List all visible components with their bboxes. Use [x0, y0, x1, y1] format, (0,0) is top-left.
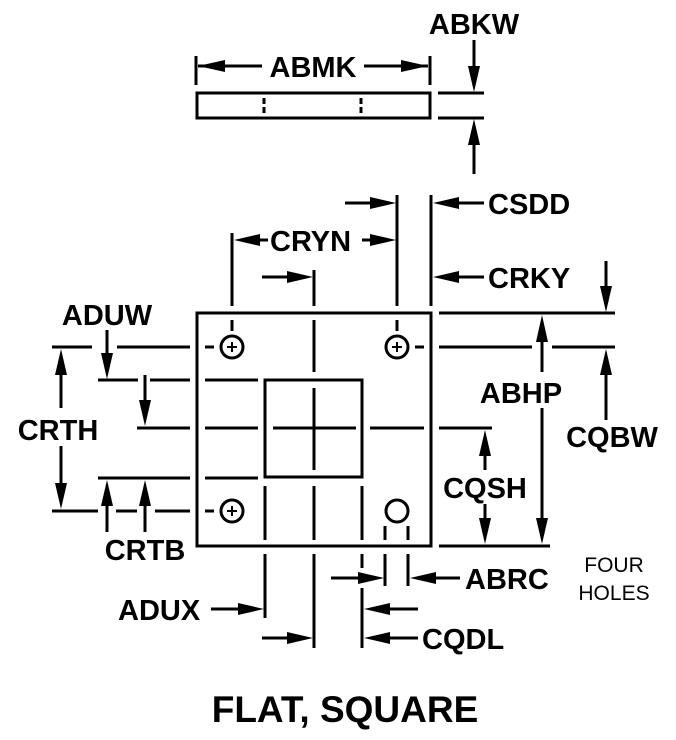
dimension-center-arrow-bottom	[262, 632, 313, 644]
dimension-aduw: ADUW	[62, 300, 153, 426]
note-holes: HOLES	[578, 582, 649, 605]
dimension-csdd: CSDD	[345, 189, 570, 221]
hole-top-left	[205, 320, 245, 360]
left-extension-lines	[52, 345, 190, 513]
hole-bottom-left	[205, 498, 245, 524]
center-square	[263, 378, 364, 479]
note-four: FOUR	[584, 554, 644, 577]
dimension-abrc: ABRC FOUR HOLES	[331, 554, 650, 605]
label-abmk: ABMK	[270, 52, 357, 84]
arrowhead	[468, 119, 480, 145]
right-extension-lines	[439, 311, 615, 548]
bottom-extension-lines	[263, 554, 410, 648]
dimension-adux: ADUX	[118, 595, 264, 627]
label-aduw: ADUW	[62, 300, 153, 332]
label-abrc: ABRC	[465, 564, 549, 596]
dimension-abmk: ABMK	[194, 52, 432, 85]
dimension-crth: CRTH	[18, 349, 99, 509]
arrowhead	[401, 60, 428, 72]
drawing-title: FLAT, SQUARE	[212, 689, 479, 730]
dimension-cqbw: CQBW	[566, 349, 659, 454]
label-cqdl: CQDL	[422, 624, 504, 656]
label-crth: CRTH	[18, 415, 99, 447]
plate-outline	[195, 311, 433, 548]
dimension-cqsh: CQSH	[443, 430, 527, 544]
dimension-center-arrow-top	[262, 271, 313, 283]
label-adux: ADUX	[118, 595, 201, 627]
dimension-cqdl: CQDL	[364, 603, 504, 656]
dimension-abkw: ABKW	[429, 9, 520, 174]
label-crky: CRKY	[488, 263, 570, 295]
dimension-cryn: CRYN	[234, 226, 396, 258]
hole-bottom-right	[383, 498, 410, 540]
side-view	[195, 91, 432, 120]
hole-top-right	[384, 320, 424, 360]
label-abhp: ABHP	[480, 378, 562, 410]
side-view-outline	[195, 91, 432, 120]
label-crtb: CRTB	[105, 535, 186, 567]
label-csdd: CSDD	[488, 189, 570, 221]
plan-view	[195, 311, 433, 548]
dimension-crky: CRKY	[433, 261, 612, 312]
arrowhead	[198, 60, 225, 72]
dimension-crtb: CRTB	[101, 480, 185, 567]
label-cqbw: CQBW	[566, 422, 658, 454]
top-extension-lines	[230, 195, 433, 306]
label-cryn: CRYN	[270, 226, 351, 258]
label-abkw: ABKW	[429, 9, 520, 41]
label-cqsh: CQSH	[443, 473, 527, 505]
arrowhead	[468, 66, 480, 92]
dimension-abhp: ABHP	[480, 315, 562, 544]
